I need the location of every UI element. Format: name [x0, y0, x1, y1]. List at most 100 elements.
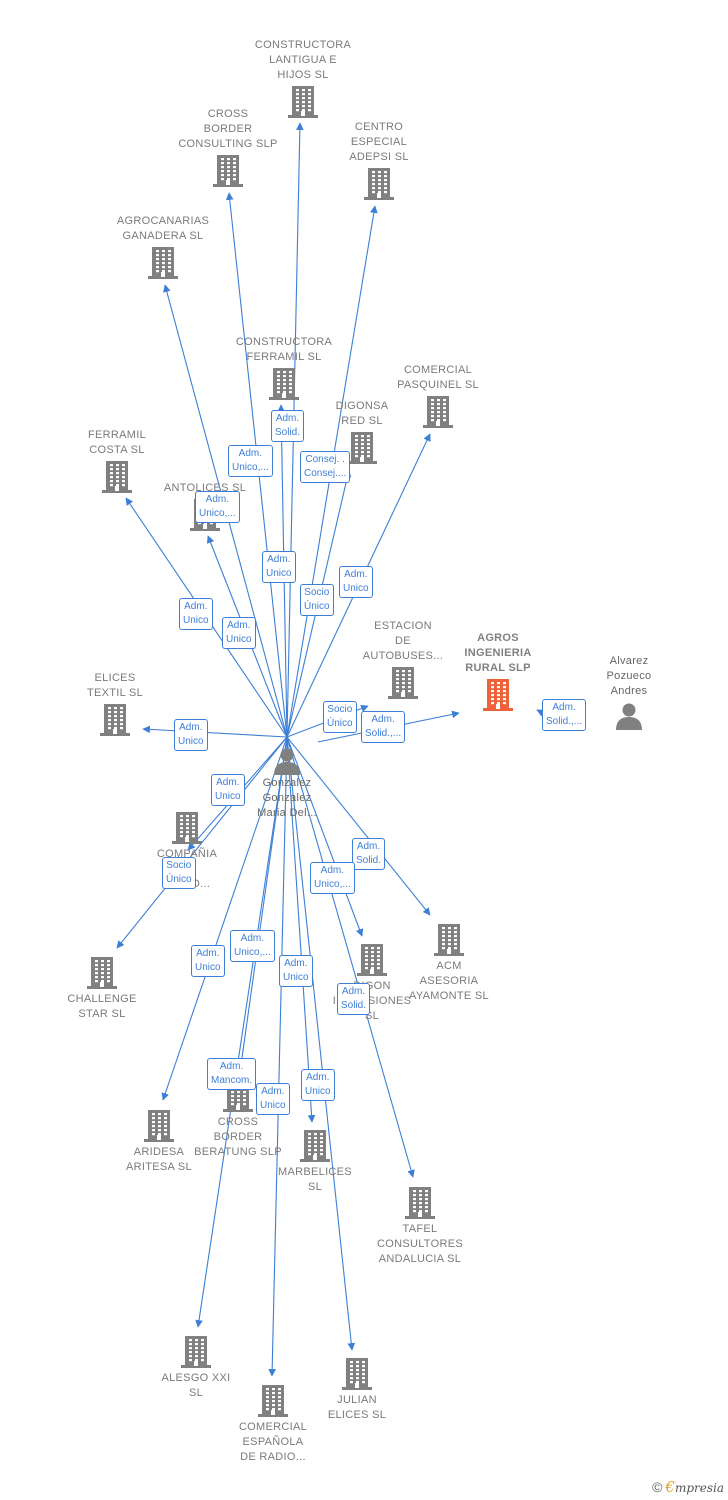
role-tag-cross-border-consulting[interactable]: Adm. Unico,... [228, 445, 273, 477]
company-label: CHALLENGE STAR SL [67, 993, 137, 1020]
edge-elices-textil [142, 725, 288, 738]
company-label: CONSTRUCTORA FERRAMIL SL [235, 336, 333, 363]
company-node-estacion-autobuses[interactable]: ESTACION DE AUTOBUSES... [338, 619, 468, 700]
building-icon [434, 924, 464, 956]
company-label: TAFEL CONSULTORES ANDALUCIA SL [376, 1223, 464, 1265]
focus-company-node[interactable]: AGROS INGENIERIA RURAL SLP [433, 631, 563, 712]
company-node-digon-inversiones[interactable]: DIGON INVERSIONES SL [307, 941, 437, 1024]
building-icon [172, 812, 202, 844]
building-icon [269, 368, 299, 400]
role-tag-alesgo-xxi[interactable]: Adm. Mancom. [207, 1058, 257, 1090]
person-label: Alvarez Pozueco Andres [606, 655, 652, 697]
person-icon [616, 703, 642, 730]
person-node-center[interactable]: Gonzalez Gonzalez Maria Del... [222, 744, 352, 821]
company-node-alesgo-xxi[interactable]: ALESGO XXI SL [131, 1333, 261, 1401]
company-node-centro-especial-adepsi[interactable]: CENTRO ESPECIAL ADEPSI SL [314, 120, 444, 201]
role-tag-elices-textil[interactable]: Adm. Unico [174, 719, 208, 751]
building-icon [300, 1130, 330, 1162]
building-icon [405, 1187, 435, 1219]
company-node-ferramil-costa[interactable]: FERRAMIL COSTA SL [52, 428, 182, 494]
building-icon [181, 1336, 211, 1368]
company-label: ESTACION DE AUTOBUSES... [362, 620, 444, 662]
building-icon [258, 1385, 288, 1417]
building-icon [423, 396, 453, 428]
company-node-aridesa-aritesa[interactable]: ARIDESA ARITESA SL [94, 1107, 224, 1175]
role-tag-comercial-pasquinel[interactable]: Adm. Unico [339, 566, 373, 598]
building-icon [483, 679, 513, 711]
company-node-challenge-star[interactable]: CHALLENGE STAR SL [37, 954, 167, 1022]
role-tag-compania-radio[interactable]: Adm. Unico [211, 774, 245, 806]
company-node-constructora-ferramil[interactable]: CONSTRUCTORA FERRAMIL SL [219, 335, 349, 401]
company-label: FERRAMIL COSTA SL [87, 429, 147, 456]
focus-company-label: AGROS INGENIERIA RURAL SLP [464, 632, 532, 674]
role-tag-julian-elices[interactable]: Adm. Unico [301, 1069, 335, 1101]
company-node-cross-border-consulting[interactable]: CROSS BORDER CONSULTING SLP [163, 107, 293, 188]
company-label: DIGON INVERSIONES SL [332, 980, 412, 1022]
edge-julian-elices [286, 736, 356, 1351]
building-icon [213, 155, 243, 187]
edge-aridesa-aritesa [161, 736, 288, 1101]
role-tag-antolices[interactable]: Adm. Unico,... [195, 491, 240, 523]
footer-brand: © €mpresia [652, 1478, 724, 1496]
company-node-agrocanarias-ganadera[interactable]: AGROCANARIAS GANADERA SL [98, 214, 228, 280]
role-tag-comercial-espanola-radio[interactable]: Adm. Unico [256, 1083, 290, 1115]
edge-cross-border-beratung [237, 736, 288, 1073]
company-label: COMERCIAL ESPAÑOLA DE RADIO... [238, 1421, 308, 1463]
building-icon [102, 461, 132, 493]
company-label: ALESGO XXI SL [161, 1372, 231, 1399]
company-label: CONSTRUCTORA LANTIGUA E HIJOS SL [254, 39, 352, 81]
company-node-comercial-espanola-radio[interactable]: COMERCIAL ESPAÑOLA DE RADIO... [208, 1382, 338, 1465]
role-tag-centro-especial-adepsi[interactable]: Socio Único [300, 584, 334, 616]
role-tag-challenge-star[interactable]: Socio Único [162, 857, 196, 889]
building-icon [144, 1110, 174, 1142]
building-icon [288, 86, 318, 118]
role-tag-acm-asesoria[interactable]: Adm. Solid. [352, 838, 386, 870]
company-node-digonsa-red[interactable]: DIGONSA RED SL [297, 399, 427, 465]
company-label: CROSS BORDER CONSULTING SLP [178, 108, 278, 150]
role-tag-marbelices[interactable]: Adm. Unico [279, 955, 313, 987]
edge-tafel-consultores [286, 736, 415, 1178]
person-node-alvarez[interactable]: Alvarez Pozueco Andres [564, 654, 694, 731]
building-icon [342, 1358, 372, 1390]
building-icon [100, 704, 130, 736]
company-node-marbelices[interactable]: MARBELICES SL [250, 1127, 380, 1195]
company-node-tafel-consultores[interactable]: TAFEL CONSULTORES ANDALUCIA SL [355, 1184, 485, 1267]
company-label: ACM ASESORIA AYAMONTE SL [409, 960, 489, 1002]
building-icon [347, 432, 377, 464]
building-icon [364, 168, 394, 200]
company-label: DIGONSA RED SL [335, 400, 389, 427]
company-label: MARBELICES SL [278, 1166, 352, 1193]
role-tag-agros-ingenieria-p2[interactable]: Adm. Solid.,... [542, 699, 587, 731]
empresia-logo: €mpresia [665, 1478, 724, 1496]
edge-alesgo-xxi [195, 736, 288, 1328]
edge-agros-ingenieria-p2 [536, 709, 545, 717]
company-node-comercial-pasquinel[interactable]: COMERCIAL PASQUINEL SL [373, 363, 503, 429]
company-label: COMERCIAL PASQUINEL SL [397, 364, 479, 391]
role-tag-digonsa-red[interactable]: Consej. . Consej.... [300, 451, 351, 483]
edge-digon-inversiones [286, 736, 364, 937]
role-tag-cross-border-beratung[interactable]: Adm. Unico,... [230, 930, 275, 962]
company-label: AGROCANARIAS GANADERA SL [116, 215, 210, 242]
role-tag-agrocanarias-ganadera[interactable]: Adm. Unico [222, 617, 256, 649]
company-node-julian-elices[interactable]: JULIAN ELICES SL [292, 1355, 422, 1423]
building-icon [148, 247, 178, 279]
role-tag-aridesa-aritesa[interactable]: Adm. Unico [191, 945, 225, 977]
building-icon [87, 957, 117, 989]
role-tag-constructora-ferramil[interactable]: Adm. Solid. [271, 410, 305, 442]
copyright-symbol: © [652, 1479, 663, 1495]
company-label: JULIAN ELICES SL [327, 1394, 387, 1421]
company-node-constructora-lantigua[interactable]: CONSTRUCTORA LANTIGUA E HIJOS SL [238, 38, 368, 119]
company-node-elices-textil[interactable]: ELICES TEXTIL SL [50, 671, 180, 737]
role-tag-digon-inversiones[interactable]: Adm. Unico,... [310, 862, 355, 894]
company-label: ARIDESA ARITESA SL [126, 1146, 192, 1173]
company-node-acm-asesoria[interactable]: ACM ASESORIA AYAMONTE SL [384, 921, 514, 1004]
company-label: ELICES TEXTIL SL [86, 672, 144, 699]
role-tag-constructora-lantigua[interactable]: Adm. Unico [262, 551, 296, 583]
building-icon [388, 667, 418, 699]
role-tag-ferramil-costa[interactable]: Adm. Unico [179, 598, 213, 630]
edge-acm-asesoria [286, 736, 431, 916]
role-tag-estacion-autobuses[interactable]: Socio Único [323, 701, 357, 733]
role-tag-tafel-consultores[interactable]: Adm. Solid. [337, 983, 371, 1015]
role-tag-agros-ingenieria[interactable]: Adm. Solid.,... [361, 711, 406, 743]
person-label: Gonzalez Gonzalez Maria Del... [257, 777, 317, 819]
